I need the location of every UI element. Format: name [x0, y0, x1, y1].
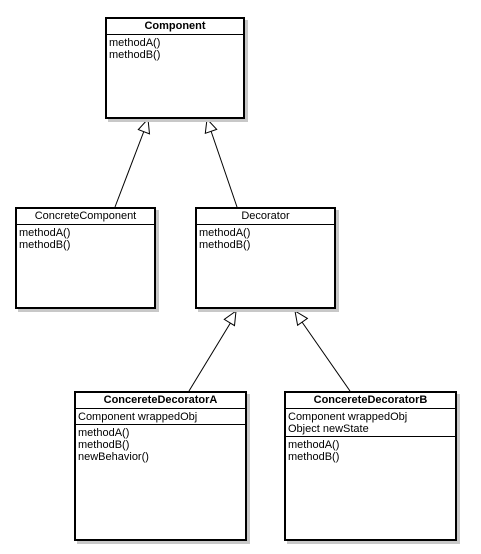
class-name: ConcereteDecoratorB: [286, 393, 455, 409]
edge-decorator-to-component: [204, 117, 238, 208]
method: methodB(): [78, 439, 130, 451]
attributes-section: Component wrappedObj Object newState: [286, 409, 455, 437]
attribute: Object newState: [288, 423, 369, 435]
methods-section: methodA() methodB(): [17, 225, 154, 252]
class-name: ConcereteDecoratorA: [76, 393, 245, 409]
class-name: ConcreteComponent: [17, 209, 154, 225]
method: methodB(): [19, 239, 71, 251]
attribute: Component wrappedObj: [78, 411, 198, 423]
method: methodA(): [78, 427, 130, 439]
method: methodB(): [288, 451, 340, 463]
method: methodB(): [199, 239, 251, 251]
class-concrete-component[interactable]: ConcreteComponent methodA() methodB(): [15, 207, 156, 309]
method: newBehavior(): [78, 451, 149, 463]
attribute: Component wrappedObj: [288, 411, 408, 423]
method: methodA(): [19, 227, 71, 239]
class-decorator[interactable]: Decorator methodA() methodB(): [195, 207, 336, 309]
methods-section: methodA() methodB(): [107, 35, 243, 62]
edge-decorator-b-to-decorator: [294, 310, 351, 392]
method: methodA(): [199, 227, 251, 239]
attributes-section: Component wrappedObj: [76, 409, 245, 425]
class-name: Decorator: [197, 209, 334, 225]
class-decorator-b[interactable]: ConcereteDecoratorB Component wrappedObj…: [284, 391, 457, 541]
class-name: Component: [107, 19, 243, 35]
method: methodA(): [288, 439, 340, 451]
class-decorator-a[interactable]: ConcereteDecoratorA Component wrappedObj…: [74, 391, 247, 541]
methods-section: methodA() methodB() newBehavior(): [76, 425, 245, 464]
method: methodB(): [109, 49, 161, 61]
methods-section: methodA() methodB(): [286, 437, 455, 464]
class-component[interactable]: Component methodA() methodB(): [105, 17, 245, 119]
methods-section: methodA() methodB(): [197, 225, 334, 252]
edge-concrete-component-to-component: [114, 117, 151, 208]
edge-decorator-a-to-decorator: [188, 309, 237, 392]
method: methodA(): [109, 37, 161, 49]
